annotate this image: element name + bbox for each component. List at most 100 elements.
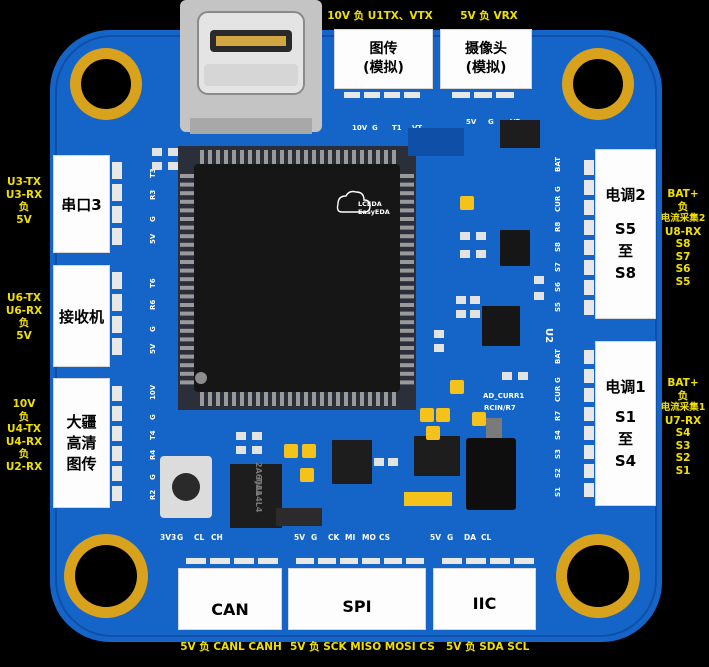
cloud-icon: [336, 190, 371, 213]
mcu-pin: [400, 380, 414, 385]
mcu-pin: [216, 392, 220, 406]
receiver-connector-label: 接收机: [58, 307, 104, 326]
smd-pad: [476, 250, 486, 258]
right-pin-label: CUR: [554, 385, 562, 402]
bottom-pin-label: G: [177, 533, 183, 542]
mcu-pin: [264, 150, 268, 164]
mcu-pin: [400, 354, 414, 359]
mcu-pin: [180, 199, 194, 204]
bottom-pin-label: MO: [362, 533, 376, 542]
parts-top-mid: [408, 128, 464, 156]
receiver-pin: [112, 294, 122, 311]
esc2-side-4: U8-RX: [664, 225, 702, 238]
vtx-pinout-label: 10V 负 U1TX、VTX: [327, 10, 433, 22]
smd-pad: [534, 292, 544, 300]
mcu-pin: [400, 320, 414, 325]
capacitor: [300, 468, 314, 482]
esc1-side-4: U7-RX: [664, 414, 702, 427]
ic-gyro-2: [482, 306, 520, 346]
iic-pin: [466, 558, 486, 564]
bottom-pin-label: CL: [481, 533, 492, 542]
dji-side-1: 10V: [12, 398, 36, 410]
esc1-pin: [584, 483, 594, 497]
mcu-pin: [264, 392, 268, 406]
silk-u2: U2: [543, 328, 554, 343]
esc1-side-8: S1: [675, 464, 691, 477]
esc1-pin: [584, 388, 594, 402]
smd-pad: [502, 372, 512, 380]
can-pinout-label: 5V 负 CANL CANH: [180, 641, 282, 653]
vtx-pin: [404, 92, 420, 98]
can-pin: [258, 558, 278, 564]
left-pin-label: 5V: [149, 233, 157, 244]
spi-pin: [340, 558, 358, 564]
esc2-pin: [584, 180, 594, 195]
spi-pin: [384, 558, 402, 564]
esc2-side-1: BAT+: [667, 188, 699, 200]
mcu-pin: [400, 234, 414, 239]
mcu-pin: [256, 392, 260, 406]
dji-pin: [112, 446, 122, 461]
right-pin-label: S1: [554, 487, 562, 497]
camera-pin-label: 5V: [466, 118, 477, 126]
mcu-pin: [384, 392, 388, 406]
mcu-pin: [336, 392, 340, 406]
esc2-side-5: S8: [675, 238, 691, 250]
mcu-pin: [288, 150, 292, 164]
esc2-line-4: S8: [614, 264, 637, 282]
vtx-pin: [364, 92, 380, 98]
left-pin-label: G: [149, 326, 157, 332]
smd-pad: [374, 458, 384, 466]
mcu-pin: [400, 311, 414, 316]
mcu-pin: [400, 337, 414, 342]
dji-side-2: 负: [18, 410, 30, 423]
left-pin-label: T6: [149, 278, 157, 288]
capacitor: [426, 426, 440, 440]
usb-c-contacts: [216, 36, 286, 46]
right-pin-label: G: [554, 186, 562, 192]
bottom-pin-label: 3V3: [160, 533, 176, 542]
bottom-pin-label: CL: [194, 533, 205, 542]
mcu-pin: [352, 392, 356, 406]
mcu-pin: [180, 234, 194, 239]
receiver-pin: [112, 272, 122, 289]
mcu-pin: [360, 392, 364, 406]
smd-pad: [476, 232, 486, 240]
esc2-pin: [584, 260, 594, 275]
right-pin-label: BAT: [554, 349, 562, 364]
mcu-pin: [400, 242, 414, 247]
usb-c-tab: [190, 118, 312, 134]
mcu-pin: [248, 150, 252, 164]
mcu-pin: [180, 182, 194, 187]
smd-pad: [434, 330, 444, 338]
left-pin-label: T3: [149, 168, 157, 178]
mcu-pin: [336, 150, 340, 164]
mcu-pin: [280, 150, 284, 164]
esc2-side-8: S5: [675, 275, 691, 288]
left-pin-label: T4: [149, 430, 157, 440]
mcu-pin: [280, 392, 284, 406]
mcu-pin: [304, 150, 308, 164]
esc2-pin: [584, 220, 594, 235]
mcu-pin: [400, 363, 414, 368]
receiver-pin: [112, 316, 122, 333]
esc1-side-7: S2: [675, 452, 691, 464]
mcu-pin: [376, 392, 380, 406]
can-chip-text: TJA1: [254, 476, 263, 497]
mcu-pin: [180, 294, 194, 299]
receiver-side-4: 5V: [16, 329, 32, 342]
mcu-pin: [272, 150, 276, 164]
mcu-pin: [180, 337, 194, 342]
diode-top-right: [500, 120, 540, 148]
esc1-pin: [584, 464, 594, 478]
uart3-connector-label: 串口3: [61, 195, 102, 214]
mcu-pin: [240, 150, 244, 164]
uart3-side-3: 负: [18, 201, 30, 213]
smd-pad: [460, 250, 470, 258]
vtx-pin: [384, 92, 400, 98]
vtx-pin-label: T1: [392, 124, 402, 132]
mcu-pin: [400, 260, 414, 264]
mcu-pin: [296, 392, 300, 406]
mcu-pin: [224, 150, 228, 164]
mcu-pin: [180, 354, 194, 359]
